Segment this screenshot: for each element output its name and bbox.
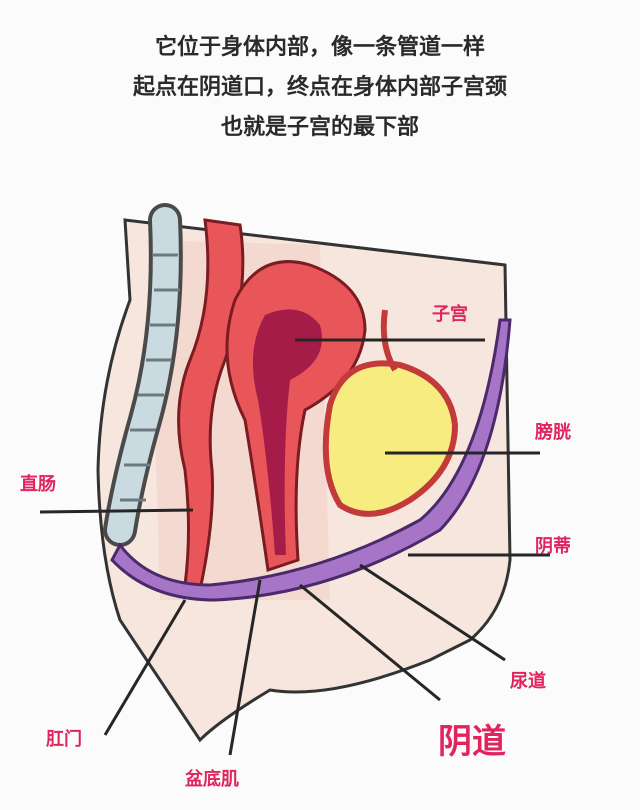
label-anus: 肛门: [46, 729, 82, 750]
label-urethra: 尿道: [510, 671, 546, 692]
label-uterus: 子宫: [432, 304, 468, 325]
caption-line-3: 也就是子宫的最下部: [220, 115, 419, 140]
label-bladder: 膀胱: [535, 422, 571, 443]
spine-icon: [103, 203, 183, 547]
caption-line-2: 起点在阴道口，终点在身体内部子宫颈: [132, 75, 507, 100]
leader-lines: [39, 338, 550, 756]
pelvic-floor-shape: [110, 318, 512, 602]
label-vagina: 阴道: [438, 722, 506, 762]
caption: 它位于身体内部，像一条管道一样 起点在阴道口，终点在身体内部子宫颈 也就是子宫的…: [0, 28, 640, 148]
label-pelvic-floor: 盆底肌: [185, 769, 239, 790]
bladder-shape: [322, 309, 459, 517]
caption-line-1: 它位于身体内部，像一条管道一样: [154, 35, 485, 60]
label-rectum: 直肠: [20, 474, 56, 495]
label-ligament: 阴蒂: [535, 536, 571, 557]
